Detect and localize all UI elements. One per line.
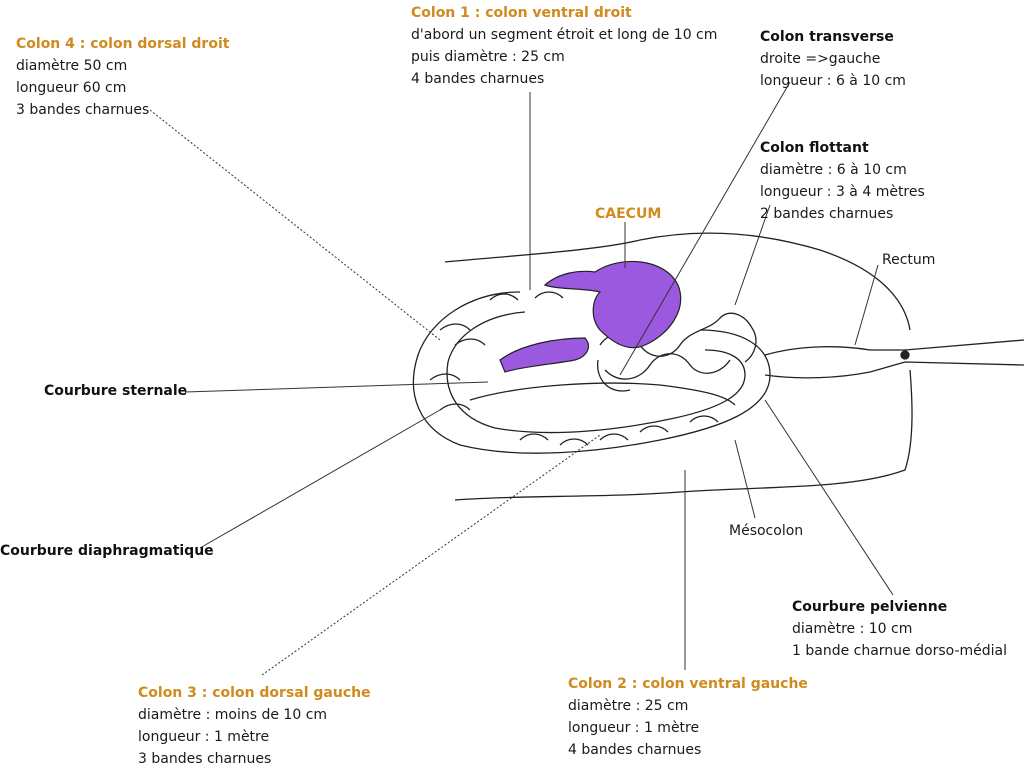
- colon1-line: 4 bandes charnues: [411, 71, 545, 87]
- leader-mesocolon: [734, 439, 756, 519]
- label-caecum: CAECUM: [595, 203, 661, 225]
- transverse-loop: [597, 359, 631, 392]
- caecum-title: CAECUM: [595, 206, 662, 222]
- colon-outer-loop: [412, 291, 771, 454]
- label-mesocolon: Mésocolon: [729, 520, 803, 542]
- leader-flottant: [734, 204, 771, 306]
- label-transverse: Colon transverse droite =>gauche longueu…: [760, 26, 906, 92]
- mesocolon-title: Mésocolon: [729, 523, 804, 539]
- colon3-line: longueur : 1 mètre: [138, 729, 270, 745]
- leader-colon3: [261, 434, 601, 676]
- colon-lower-loop: [469, 382, 736, 406]
- abdomen-top-outline: [444, 232, 911, 331]
- colon3-line: diamètre : moins de 10 cm: [138, 707, 328, 723]
- anus-mark: [900, 350, 910, 360]
- flottant-line: diamètre : 6 à 10 cm: [760, 162, 907, 178]
- label-sternale: Courbure sternale: [44, 380, 187, 402]
- flottant-line: longueur : 3 à 4 mètres: [760, 184, 925, 200]
- colon1-line: puis diamètre : 25 cm: [411, 49, 565, 65]
- label-colon3: Colon 3 : colon dorsal gauche diamètre :…: [138, 682, 371, 770]
- colon-inner-loop: [446, 311, 746, 434]
- floating-colon-coils-2: [604, 353, 731, 380]
- flottant-title: Colon flottant: [760, 140, 869, 156]
- rectum-tube-lower: [764, 361, 1024, 379]
- leader-rectum: [854, 264, 879, 346]
- leader-transverse: [619, 81, 791, 376]
- leader-diaphragmatique: [199, 409, 441, 549]
- colon-haustra-3: [489, 291, 564, 301]
- colon2-line: longueur : 1 mètre: [568, 720, 700, 736]
- colon1-line: d'abord un segment étroit et long de 10 …: [411, 27, 718, 43]
- colon4-line: 3 bandes charnues: [16, 102, 150, 118]
- label-colon4: Colon 4 : colon dorsal droit diamètre 50…: [16, 33, 229, 121]
- transverse-title: Colon transverse: [760, 29, 894, 45]
- label-rectum: Rectum: [882, 249, 935, 271]
- colon3-line: 3 bandes charnues: [138, 751, 272, 767]
- sternale-title: Courbure sternale: [44, 383, 188, 399]
- pelvienne-title: Courbure pelvienne: [792, 599, 948, 615]
- colon-haustra-2: [519, 415, 719, 446]
- rectum-title: Rectum: [882, 252, 936, 268]
- rectum-tube: [764, 339, 1024, 356]
- colon4-line: diamètre 50 cm: [16, 58, 128, 74]
- leader-sternale: [184, 381, 489, 393]
- colon4-line: longueur 60 cm: [16, 80, 127, 96]
- caecum-shape: [499, 260, 682, 373]
- colon2-line: 4 bandes charnues: [568, 742, 702, 758]
- colon3-title: Colon 3 : colon dorsal gauche: [138, 685, 371, 701]
- transverse-line: longueur : 6 à 10 cm: [760, 73, 906, 89]
- label-flottant: Colon flottant diamètre : 6 à 10 cm long…: [760, 137, 925, 225]
- colon-haustra-1: [429, 323, 486, 411]
- flottant-line: 2 bandes charnues: [760, 206, 894, 222]
- leader-colon4: [149, 109, 441, 341]
- colon1-title: Colon 1 : colon ventral droit: [411, 5, 632, 21]
- label-diaphragmatique: Courbure diaphragmatique: [0, 540, 214, 562]
- label-colon2: Colon 2 : colon ventral gauche diamètre …: [568, 673, 808, 761]
- colon2-title: Colon 2 : colon ventral gauche: [568, 676, 808, 692]
- colon2-line: diamètre : 25 cm: [568, 698, 689, 714]
- diaphragmatique-title: Courbure diaphragmatique: [0, 543, 214, 559]
- transverse-line: droite =>gauche: [760, 51, 881, 67]
- label-pelvienne: Courbure pelvienne diamètre : 10 cm 1 ba…: [792, 596, 1007, 662]
- pelvienne-line: 1 bande charnue dorso-médial: [792, 643, 1007, 659]
- pelvienne-line: diamètre : 10 cm: [792, 621, 913, 637]
- abdomen-bottom-outline: [454, 369, 913, 501]
- leader-pelvienne: [764, 399, 894, 596]
- label-colon1: Colon 1 : colon ventral droit d'abord un…: [411, 2, 717, 90]
- colon4-title: Colon 4 : colon dorsal droit: [16, 36, 230, 52]
